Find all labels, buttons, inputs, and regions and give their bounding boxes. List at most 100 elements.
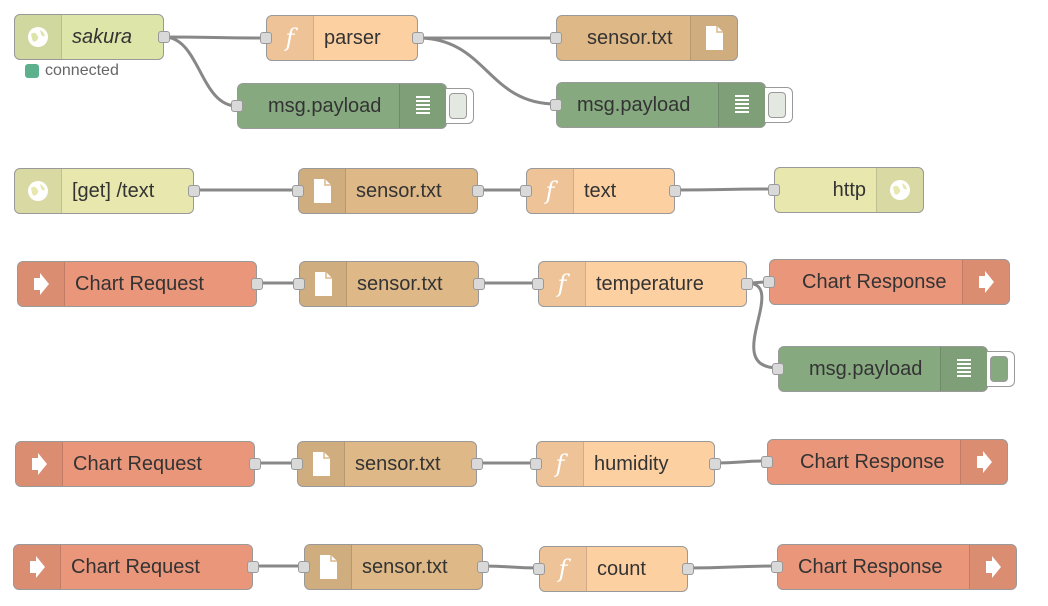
toggle-knob bbox=[990, 356, 1008, 382]
globe-icon bbox=[15, 15, 62, 59]
list-icon bbox=[718, 83, 765, 127]
output-port[interactable] bbox=[741, 278, 753, 290]
function-node-text[interactable]: f text bbox=[520, 168, 681, 214]
chart-response-node[interactable]: Chart Response bbox=[761, 439, 1008, 485]
input-port[interactable] bbox=[550, 32, 562, 44]
http-in-label: [get] /text bbox=[72, 179, 155, 202]
svg-text:f: f bbox=[284, 24, 299, 52]
wire-text-http bbox=[674, 187, 775, 192]
svg-text:f: f bbox=[556, 270, 571, 298]
debug-label: msg.payload bbox=[809, 357, 923, 380]
parser-label: parser bbox=[324, 26, 381, 49]
output-port[interactable] bbox=[709, 458, 721, 470]
file-node[interactable]: sensor.txt bbox=[550, 15, 738, 61]
status-dot bbox=[25, 64, 39, 78]
file-label: sensor.txt bbox=[357, 272, 443, 295]
output-port[interactable] bbox=[669, 185, 681, 197]
debug-node-b[interactable]: msg.payload bbox=[550, 82, 793, 128]
chart-response-node[interactable]: Chart Response bbox=[763, 259, 1010, 305]
svg-text:f: f bbox=[554, 450, 569, 478]
debug-toggle[interactable] bbox=[987, 351, 1015, 387]
input-port[interactable] bbox=[761, 456, 773, 468]
function-icon: f bbox=[540, 547, 587, 591]
sakura-node[interactable]: sakura bbox=[14, 14, 170, 60]
file-node[interactable]: sensor.txt bbox=[292, 168, 484, 214]
arrow-out-icon bbox=[969, 545, 1016, 589]
output-port[interactable] bbox=[247, 561, 259, 573]
input-port[interactable] bbox=[771, 561, 783, 573]
input-port[interactable] bbox=[520, 185, 532, 197]
list-icon bbox=[399, 84, 446, 128]
http-response-node[interactable]: http bbox=[768, 167, 924, 213]
chart-response-node[interactable]: Chart Response bbox=[771, 544, 1017, 590]
file-node[interactable]: sensor.txt bbox=[291, 441, 483, 487]
input-port[interactable] bbox=[231, 100, 243, 112]
output-port[interactable] bbox=[188, 185, 200, 197]
input-port[interactable] bbox=[530, 458, 542, 470]
input-port[interactable] bbox=[772, 363, 784, 375]
function-label: text bbox=[584, 179, 617, 202]
input-port[interactable] bbox=[291, 458, 303, 470]
svg-text:f: f bbox=[544, 177, 559, 205]
input-port[interactable] bbox=[533, 563, 545, 575]
input-port[interactable] bbox=[532, 278, 544, 290]
output-port[interactable] bbox=[249, 458, 261, 470]
input-port[interactable] bbox=[298, 561, 310, 573]
sakura-label: sakura bbox=[72, 25, 133, 48]
output-port[interactable] bbox=[477, 561, 489, 573]
wire-sakura-parser bbox=[163, 35, 267, 40]
debug-label: msg.payload bbox=[268, 94, 382, 117]
output-port[interactable] bbox=[682, 563, 694, 575]
toggle-knob bbox=[768, 92, 786, 118]
debug-node-a[interactable]: msg.payload bbox=[231, 83, 474, 129]
output-port[interactable] bbox=[412, 32, 424, 44]
file-label: sensor.txt bbox=[587, 26, 673, 49]
input-port[interactable] bbox=[768, 184, 780, 196]
chart-request-node[interactable]: Chart Request bbox=[13, 544, 259, 590]
svg-text:f: f bbox=[557, 555, 572, 583]
status-text: connected bbox=[45, 62, 119, 79]
function-node-humidity[interactable]: f humidity bbox=[530, 441, 721, 487]
debug-toggle[interactable] bbox=[765, 87, 793, 123]
chart-response-label: Chart Response bbox=[800, 450, 945, 473]
chart-request-node[interactable]: Chart Request bbox=[17, 261, 263, 307]
output-port[interactable] bbox=[251, 278, 263, 290]
function-icon: f bbox=[527, 169, 574, 213]
http-in-node[interactable]: [get] /text bbox=[14, 168, 200, 214]
function-node-temperature[interactable]: f temperature bbox=[532, 261, 753, 307]
arrow-in-icon bbox=[18, 262, 65, 306]
function-node-count[interactable]: f count bbox=[533, 546, 694, 592]
input-port[interactable] bbox=[550, 99, 562, 111]
arrow-in-icon bbox=[14, 545, 61, 589]
chart-request-node[interactable]: Chart Request bbox=[15, 441, 261, 487]
wire-parser-debug bbox=[417, 36, 557, 106]
input-port[interactable] bbox=[260, 32, 272, 44]
connection-status: connected bbox=[25, 62, 119, 80]
function-label: count bbox=[597, 557, 646, 580]
output-port[interactable] bbox=[158, 31, 170, 43]
globe-icon bbox=[15, 169, 62, 213]
debug-node-c[interactable]: msg.payload bbox=[772, 346, 1015, 392]
input-port[interactable] bbox=[763, 276, 775, 288]
wire-sakura-debug bbox=[163, 35, 238, 108]
chart-response-label: Chart Response bbox=[798, 555, 943, 578]
parser-node[interactable]: f parser bbox=[260, 15, 424, 61]
function-label: humidity bbox=[594, 452, 669, 475]
input-port[interactable] bbox=[292, 185, 304, 197]
file-node[interactable]: sensor.txt bbox=[298, 544, 489, 590]
chart-response-label: Chart Response bbox=[802, 270, 947, 293]
file-icon bbox=[690, 16, 737, 60]
debug-toggle[interactable] bbox=[446, 88, 474, 124]
list-icon bbox=[940, 347, 987, 391]
file-icon bbox=[298, 442, 345, 486]
arrow-in-icon bbox=[16, 442, 63, 486]
output-port[interactable] bbox=[473, 278, 485, 290]
file-node[interactable]: sensor.txt bbox=[293, 261, 485, 307]
arrow-out-icon bbox=[962, 260, 1009, 304]
output-port[interactable] bbox=[472, 185, 484, 197]
input-port[interactable] bbox=[293, 278, 305, 290]
chart-request-label: Chart Request bbox=[71, 555, 200, 578]
wire-file5-func bbox=[482, 564, 540, 570]
output-port[interactable] bbox=[471, 458, 483, 470]
chart-request-label: Chart Request bbox=[73, 452, 202, 475]
